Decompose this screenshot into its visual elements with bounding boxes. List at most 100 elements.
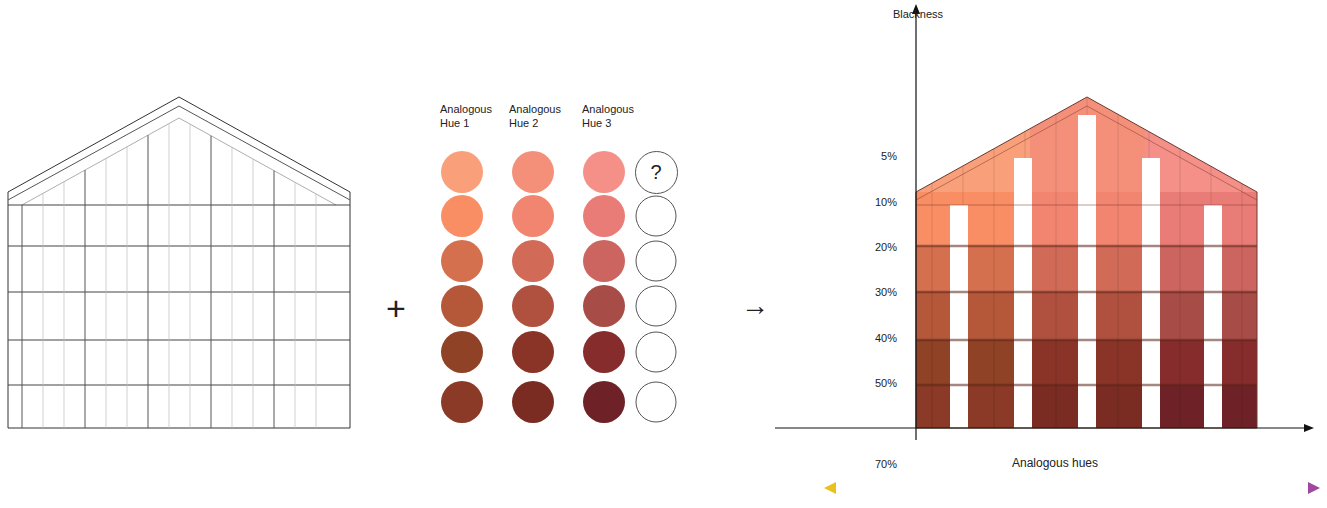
color-swatch (441, 331, 483, 373)
color-swatch (512, 151, 554, 193)
color-swatch (441, 381, 483, 423)
stroke (106, 158, 107, 428)
stroke (22, 205, 23, 428)
window (1078, 115, 1096, 428)
stroke (43, 193, 44, 428)
hue-gradient-arrow (834, 487, 1310, 490)
tick-label: 10% (855, 196, 897, 210)
empty-swatch (636, 286, 676, 326)
color-swatch (583, 151, 625, 193)
stroke (253, 159, 254, 428)
stroke (316, 194, 317, 428)
facade-band (916, 385, 1030, 428)
axis-arrowhead (1304, 424, 1314, 432)
stroke (1056, 90, 1057, 428)
color-swatch (583, 285, 625, 327)
facade-band (916, 90, 1030, 192)
stroke (916, 339, 1257, 342)
facade-band (916, 292, 1030, 340)
stroke (85, 170, 86, 428)
color-swatch (512, 240, 554, 282)
stroke (8, 106, 350, 200)
facade-band (1145, 192, 1258, 246)
stroke (211, 136, 212, 428)
color-swatch (441, 240, 483, 282)
facade-outline (8, 97, 350, 428)
facade-band (1145, 246, 1258, 292)
facade-band (916, 246, 1030, 292)
empty-swatch (636, 382, 676, 422)
stroke (1180, 90, 1181, 428)
empty-swatch (636, 196, 676, 236)
stroke (64, 182, 65, 428)
stroke (8, 204, 350, 205)
facade-band (1145, 90, 1258, 192)
facade-outline (916, 97, 1257, 428)
color-swatch (441, 151, 483, 193)
stroke (916, 245, 1257, 248)
axis-title: Blackness (876, 8, 960, 22)
x-axis (775, 427, 1306, 428)
empty-swatch: ? (635, 151, 678, 194)
stroke (232, 147, 233, 428)
stroke (932, 90, 933, 428)
color-swatch (583, 240, 625, 282)
y-axis (915, 12, 916, 440)
stroke (22, 118, 336, 205)
window (1204, 205, 1222, 428)
facade-band (1145, 340, 1258, 385)
stroke (916, 291, 1257, 294)
arrowhead (1308, 482, 1320, 494)
empty-swatch (636, 332, 676, 372)
question-mark: ? (650, 161, 661, 184)
tick-label: 5% (855, 150, 897, 164)
color-swatch (583, 331, 625, 373)
stroke (148, 135, 149, 428)
stroke (916, 106, 1257, 200)
axis-title: Analogous hues (990, 456, 1120, 471)
stroke (190, 124, 191, 428)
window (950, 205, 968, 428)
color-swatch (512, 381, 554, 423)
tick-label: 30% (855, 286, 897, 300)
stroke (127, 147, 128, 428)
color-swatch (512, 331, 554, 373)
column-header: Analogous Hue 1 (440, 103, 496, 131)
tick-label: 70% (855, 458, 897, 472)
stroke (169, 124, 170, 428)
column-header: Analogous Hue 3 (582, 103, 638, 131)
stroke (8, 245, 350, 246)
facade-band (1145, 292, 1258, 340)
color-swatch (512, 195, 554, 237)
tick-label: 20% (855, 241, 897, 255)
facade-band (916, 340, 1030, 385)
facade-band (916, 192, 1030, 246)
color-swatch (441, 285, 483, 327)
column-header: Analogous Hue 2 (509, 103, 565, 131)
facade-outline (8, 97, 350, 428)
stroke (274, 171, 275, 428)
color-swatch (441, 195, 483, 237)
stroke (8, 291, 350, 292)
color-swatches (441, 151, 676, 423)
stroke (1242, 90, 1243, 428)
facade-band (1145, 385, 1258, 428)
color-swatch (583, 195, 625, 237)
operator-symbol: + (376, 287, 416, 330)
stroke (8, 384, 350, 385)
stroke (8, 339, 350, 340)
stroke (916, 384, 1257, 387)
tick-label: 50% (855, 377, 897, 391)
stroke (916, 205, 1257, 206)
colored-facade (916, 90, 1258, 428)
color-swatch (583, 381, 625, 423)
color-swatch (512, 285, 554, 327)
stroke (295, 182, 296, 428)
tick-label: 40% (855, 332, 897, 346)
arrowhead (824, 482, 836, 494)
stroke (994, 90, 995, 428)
operator-symbol: → (735, 288, 775, 323)
stroke (1118, 90, 1119, 428)
empty-swatch (636, 241, 676, 281)
